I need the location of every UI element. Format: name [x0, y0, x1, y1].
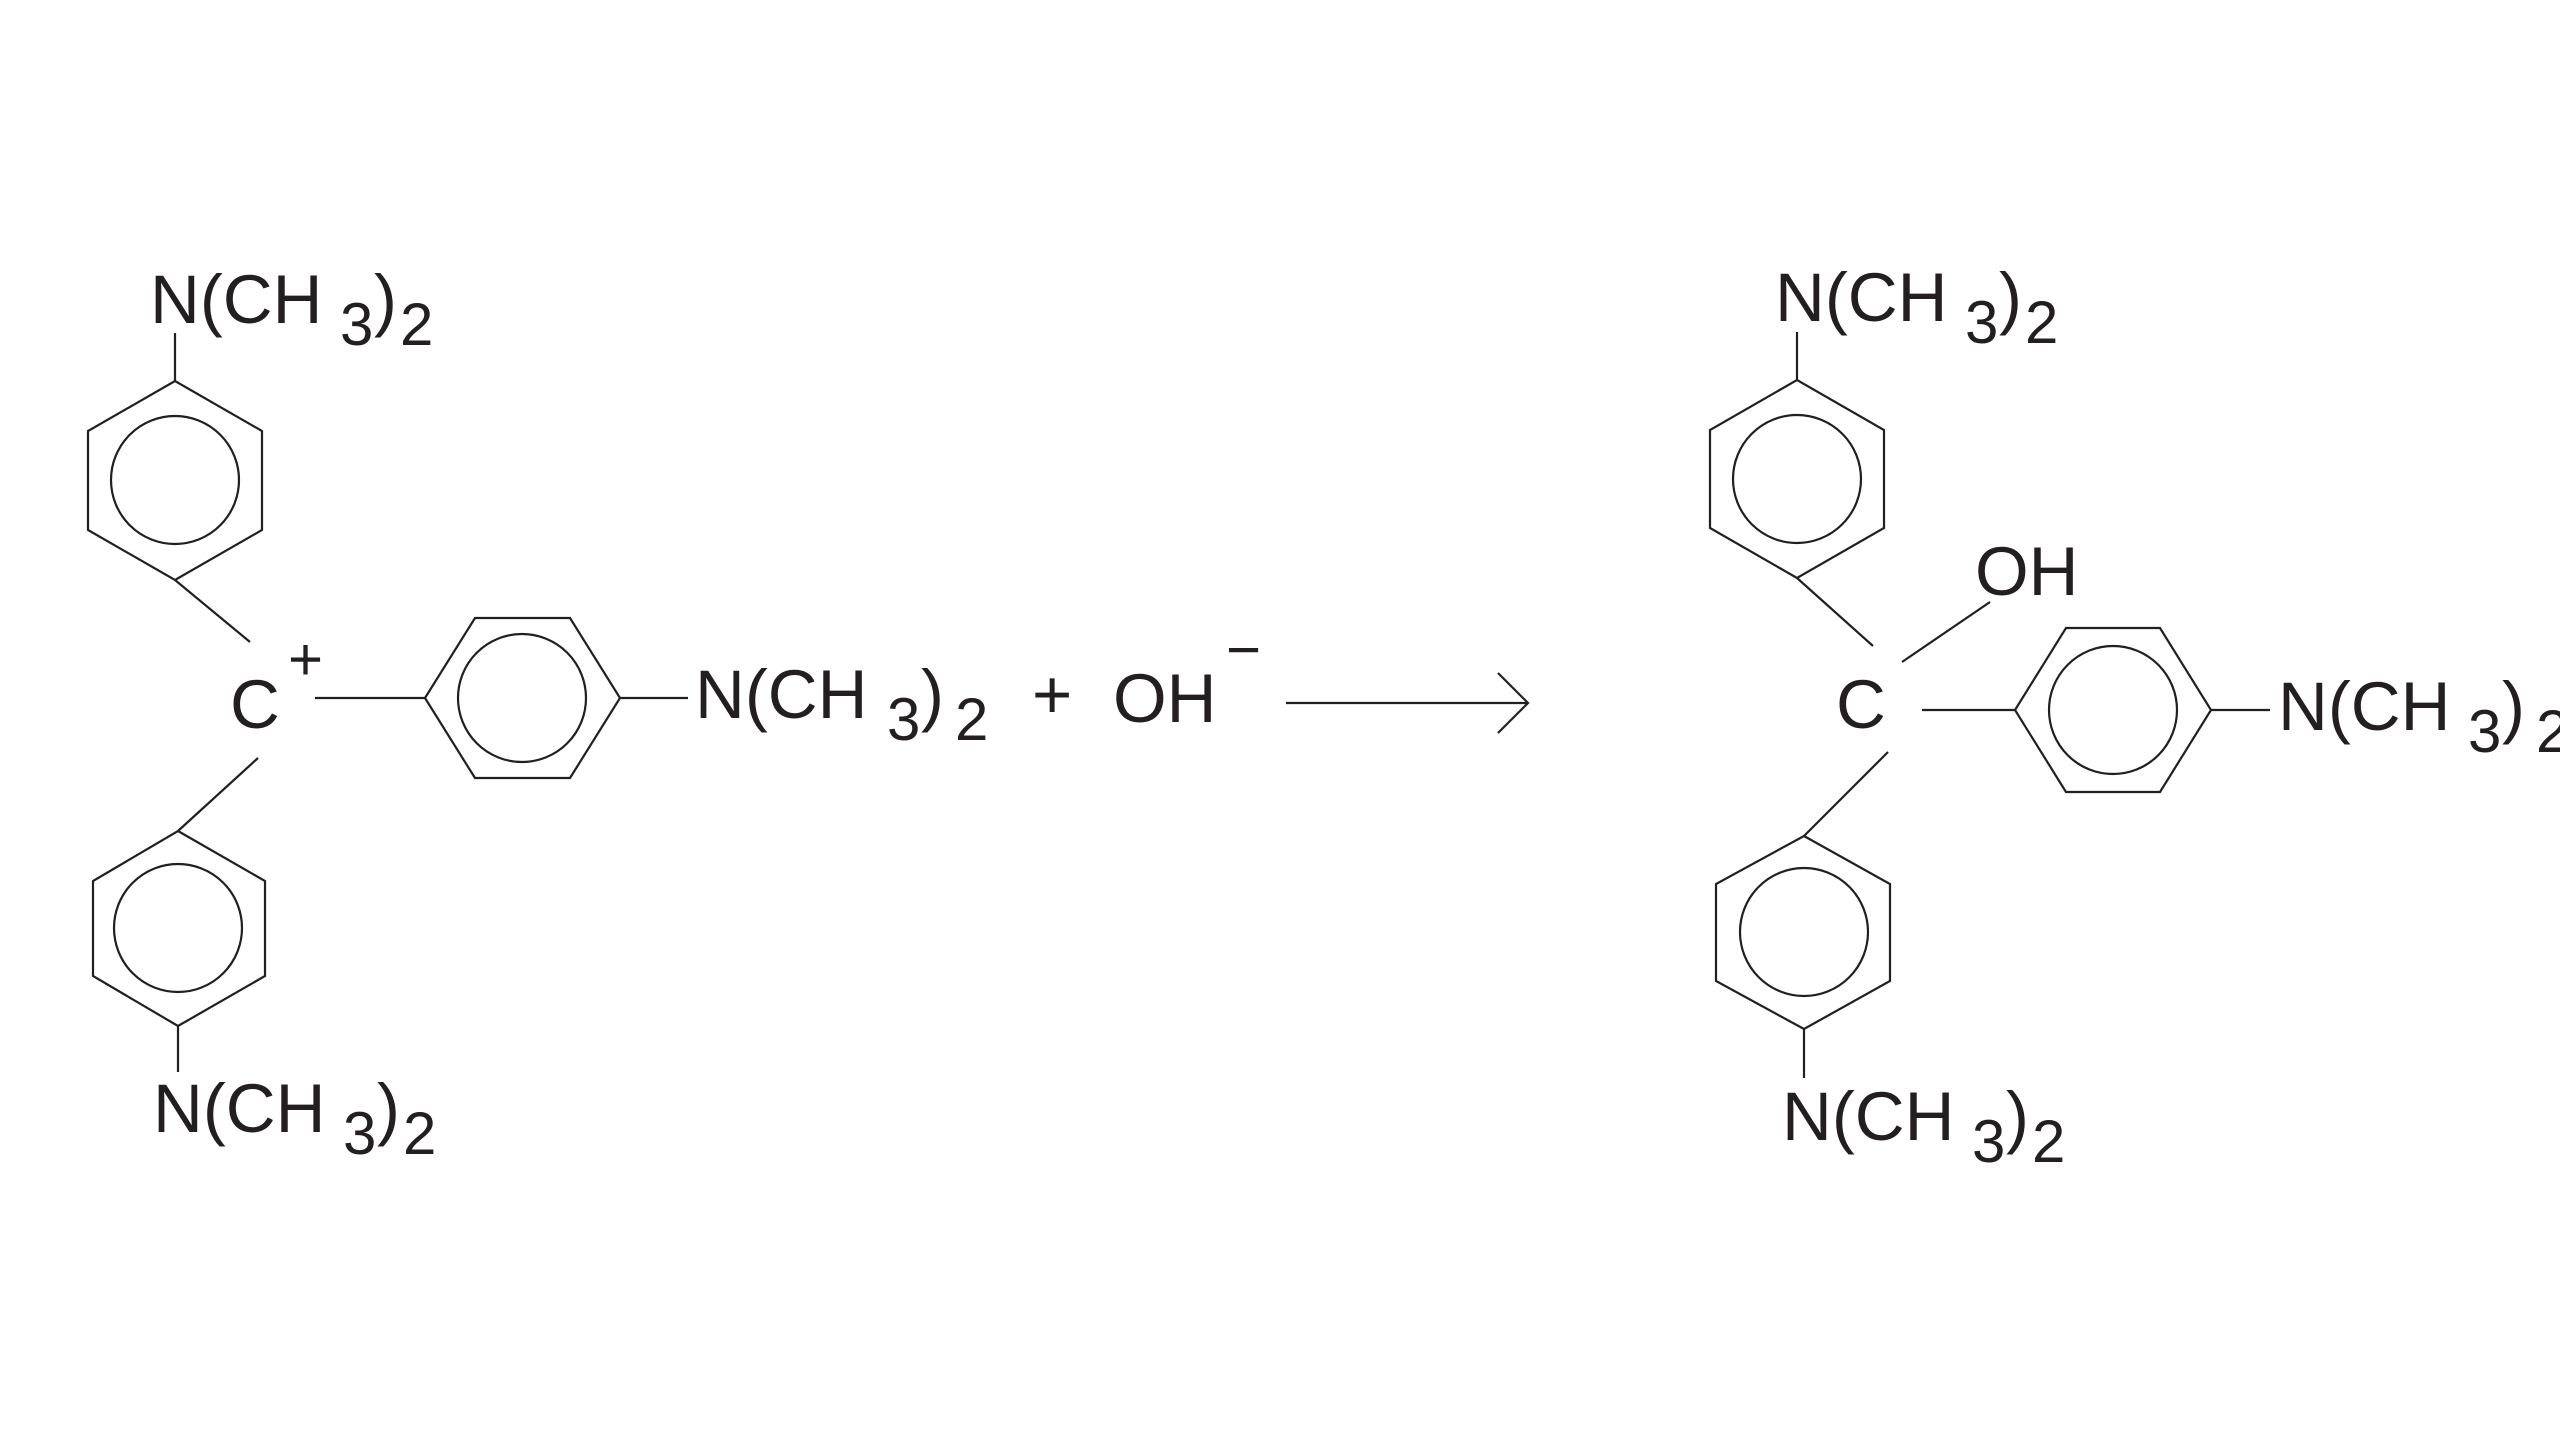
substituent-sub-text: 3	[1972, 1108, 2005, 1175]
substituent-count-text: 2	[403, 1100, 436, 1167]
reactant-right-ring	[423, 616, 622, 780]
reactant-bottom-ring	[91, 829, 267, 1028]
product-bottom-ring	[1714, 834, 1892, 1031]
reactant-molecule: N(CH 3 ) 2 C + N(CH 3 ) 2	[86, 261, 988, 1167]
hydroxide-charge: −	[1226, 616, 1261, 683]
reactant-top-ring	[86, 379, 264, 582]
substituent-main-text: N(CH	[153, 1070, 325, 1147]
product-bottom-c-bond	[1803, 751, 1889, 837]
reactant-bottom-substituent: N(CH 3 ) 2	[153, 1070, 436, 1167]
substituent-count-text: 2	[955, 686, 988, 753]
product-hydroxyl: OH	[1975, 533, 2079, 610]
product-top-substituent: N(CH 3 ) 2	[1775, 259, 2058, 356]
product-right-substituent: N(CH 3 ) 2	[2278, 668, 2560, 765]
substituent-close-text: )	[374, 261, 397, 338]
reactant-top-c-bond	[174, 579, 251, 643]
substituent-sub-text: 3	[2468, 698, 2501, 765]
substituent-sub-text: 3	[343, 1100, 376, 1167]
hydroxide-label: OH	[1113, 660, 1217, 737]
product-bottom-substituent: N(CH 3 ) 2	[1782, 1078, 2065, 1175]
product-top-c-bond	[1796, 577, 1874, 647]
substituent-main-text: N(CH	[2278, 668, 2450, 745]
substituent-count-text: 2	[2536, 698, 2560, 765]
substituent-main-text: N(CH	[150, 261, 322, 338]
substituent-main-text: N(CH	[1775, 259, 1947, 336]
substituent-sub-text: 3	[1965, 289, 1998, 356]
substituent-sub-text: 3	[887, 686, 920, 753]
product-oh-bond	[1901, 601, 1991, 663]
substituent-close-text: )	[377, 1070, 400, 1147]
plus-sign: +	[1032, 656, 1072, 733]
substituent-close-text: )	[921, 656, 944, 733]
substituent-count-text: 2	[400, 291, 433, 358]
reactant-charge: +	[288, 626, 323, 693]
substituent-close-text: )	[2502, 668, 2525, 745]
substituent-close-text: )	[1999, 259, 2022, 336]
substituent-sub-text: 3	[340, 291, 373, 358]
reactant-center-atom: C	[230, 666, 280, 743]
reactant-bottom-c-bond	[177, 757, 259, 832]
substituent-main-text: N(CH	[695, 656, 867, 733]
product-top-ring	[1708, 378, 1886, 580]
product-right-ring	[2013, 626, 2213, 794]
product-center-atom: C	[1836, 666, 1886, 743]
substituent-count-text: 2	[2032, 1108, 2065, 1175]
reactant-right-substituent: N(CH 3 ) 2	[695, 656, 988, 753]
product-molecule: N(CH 3 ) 2 OH C N(CH 3 ) 2	[1708, 259, 2560, 1175]
substituent-count-text: 2	[2025, 289, 2058, 356]
substituent-main-text: N(CH	[1782, 1078, 1954, 1155]
substituent-close-text: )	[2006, 1078, 2029, 1155]
reactant-top-substituent: N(CH 3 ) 2	[150, 261, 433, 358]
reaction-arrow	[1286, 672, 1530, 734]
